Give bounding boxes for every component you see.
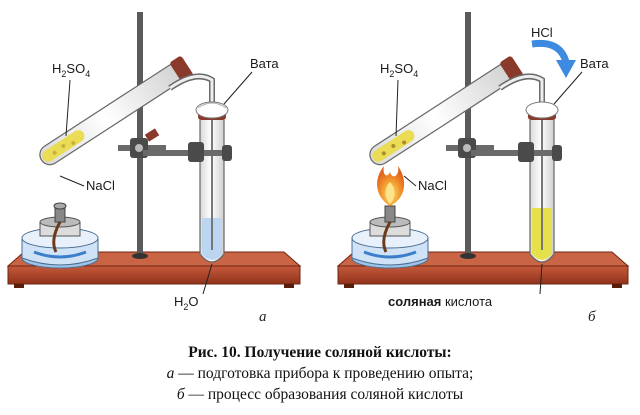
spirit-lamp-b — [351, 205, 429, 269]
salt-label-a: NaCl — [86, 178, 115, 193]
figure-caption-title: Рис. 10. Получение соляной кислоты: — [188, 344, 452, 361]
reaction-tube-b — [369, 56, 523, 166]
stand-rod-b — [465, 12, 471, 256]
panel-letter-b: б — [588, 309, 596, 325]
figure-caption-line-b: б — процесс образования соляной кислоты — [0, 385, 640, 404]
reaction-tube-a — [39, 56, 193, 166]
caption-letter-a: а — [166, 365, 175, 382]
receiving-tube-b — [525, 101, 559, 263]
water-label-a: H2O — [174, 294, 199, 312]
spirit-lamp-a — [21, 202, 99, 269]
clamp-b2 — [471, 142, 562, 162]
caption-letter-b: б — [176, 386, 185, 403]
salt-label-b: NaCl — [418, 178, 447, 193]
acid-label-b: H2SO4 — [380, 61, 418, 79]
panel-b: HCl H2SO4 NaCl Вата соляная кислота б — [336, 12, 630, 325]
wool-label-b: Вата — [580, 56, 609, 71]
stand-rod-a — [137, 12, 143, 256]
figure-caption-line-a: а — подготовка прибора к проведению опыт… — [0, 364, 640, 383]
caption-text-b: — процесс образования соляной кислоты — [184, 386, 464, 403]
flame-b — [377, 166, 405, 206]
panel-a: H2SO4 NaCl Вата H2O а — [6, 12, 302, 325]
gas-label-b: HCl — [531, 25, 553, 40]
receiving-tube-a — [195, 101, 229, 263]
wool-label-a: Вата — [250, 56, 279, 71]
panel-letter-a: а — [259, 309, 267, 325]
product-label-b: соляная кислота — [388, 294, 493, 309]
acid-label-a: H2SO4 — [52, 61, 90, 79]
gas-flow-arrow — [531, 39, 576, 78]
clamp-a2 — [143, 142, 232, 162]
caption-text-a: — подготовка прибора к проведению опыта; — [174, 365, 474, 382]
